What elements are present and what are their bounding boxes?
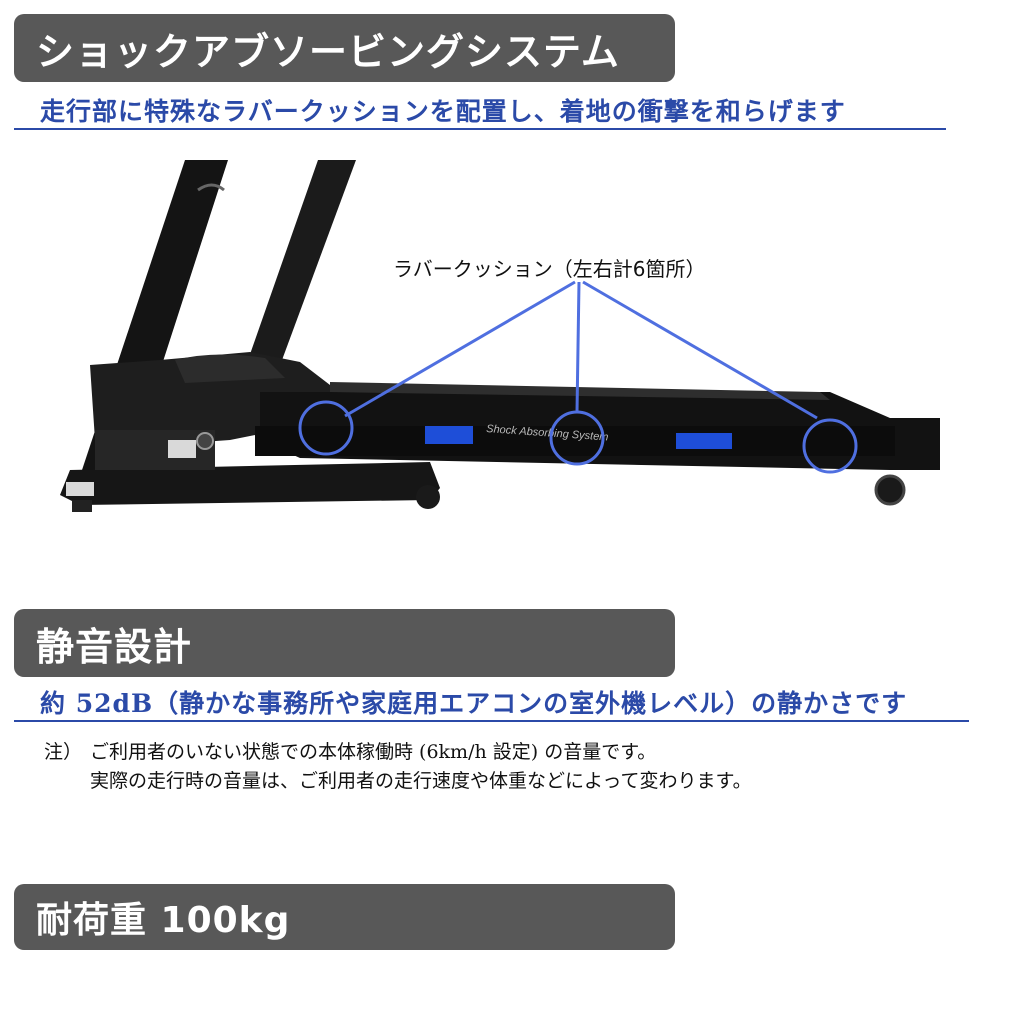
callout-circle [298,400,354,456]
section-subtitle-quiet: 約 52dB（静かな事務所や家庭用エアコンの室外機レベル）の静かさです [40,689,908,718]
note-line: ご利用者のいない状態での本体稼働時 (6km/h 設定) の音量です。 [90,741,657,763]
section-heading-load-capacity: 耐荷重 100kg [14,884,675,950]
heading-text: 耐荷重 100kg [36,900,291,941]
treadmill-illustration: Shock Absorbing System [60,160,940,512]
section-heading-quiet-design: 静音設計 [14,609,675,677]
callout-line [582,280,818,420]
treadmill-base [60,462,440,505]
note-prefix: 注） [44,741,83,763]
rubber-cushion-marker [676,433,732,449]
note-line: 実際の走行時の音量は、ご利用者の走行速度や体重などによって変わります。 [90,770,752,792]
heading-text: ショックアブソービングシステム [36,29,620,74]
callout-circle [549,410,605,466]
callout-line [575,281,581,413]
section-subtitle-shock: 走行部に特殊なラバークッションを配置し、着地の衝撃を和らげます [40,97,846,126]
heading-text: 静音設計 [36,624,193,669]
callout-label-rubber-cushion: ラバークッション（左右計6箇所） [393,257,706,281]
rubber-cushion-marker [425,426,473,444]
subtitle-underline [14,128,946,130]
section-heading-shock-absorbing: ショックアブソービングシステム [14,14,675,82]
callout-circle [802,418,858,474]
treadmill-upright-rear [248,160,356,360]
callout-line [344,280,576,418]
subtitle-underline [14,720,969,722]
